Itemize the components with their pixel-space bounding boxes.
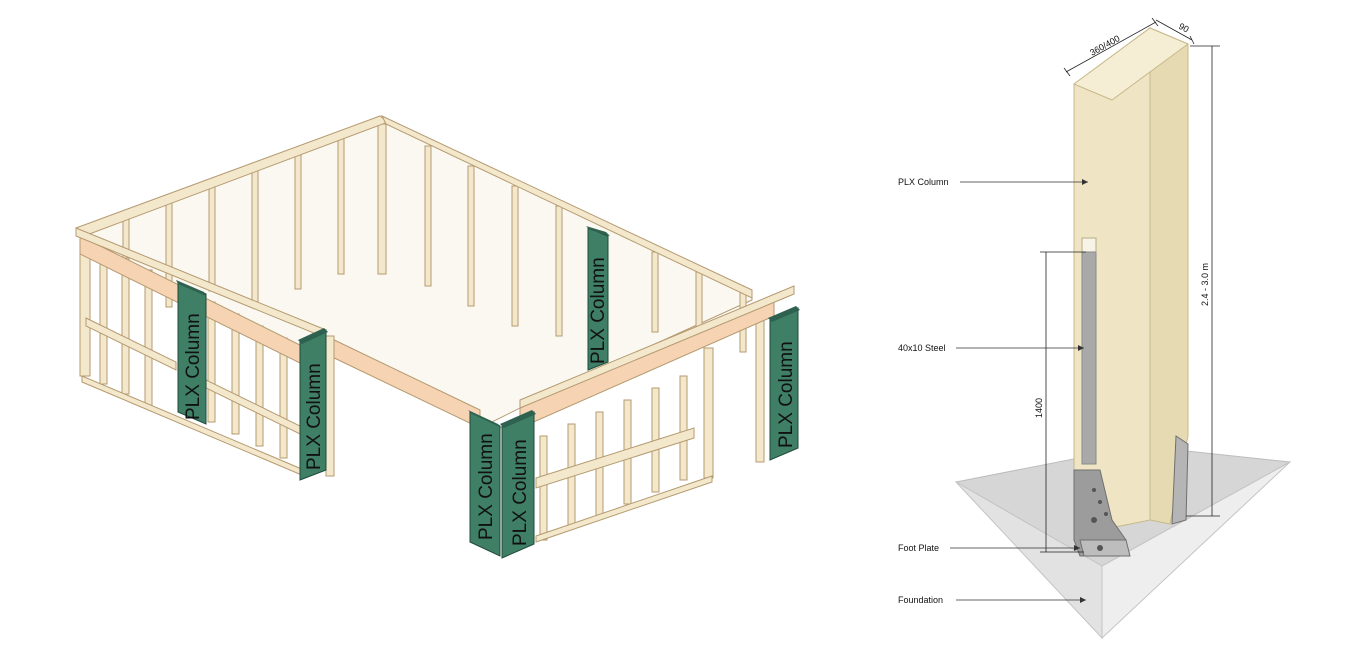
back-right-top-plate [380, 114, 753, 299]
stud [703, 347, 714, 479]
column-label: PLX Column [476, 433, 497, 540]
callout-foundation: Foundation [898, 595, 943, 605]
stud [679, 375, 688, 481]
stud [251, 164, 259, 306]
dimension-steel-length: 1400 [1034, 398, 1044, 418]
timber-frame: PLX Column PLX Column PLX Column PLX Col… [75, 114, 800, 559]
dimension-depth: 90 [1177, 21, 1191, 35]
plx-column-1: PLX Column [176, 280, 207, 425]
dimension-height: 2.4 - 3.0 m [1200, 263, 1210, 306]
column-label: PLX Column [776, 341, 797, 448]
right-bottom-plate [535, 475, 713, 543]
foot-plate [1073, 435, 1189, 557]
plx-column-4: PLX Column [468, 410, 502, 557]
column-label: PLX Column [183, 313, 204, 420]
stud [294, 148, 302, 290]
plx-column-6: PLX Column [768, 306, 800, 461]
dimension-lines [1040, 17, 1220, 553]
stud [651, 251, 659, 333]
plx-column-2: PLX Column [298, 328, 328, 481]
stud [511, 185, 519, 327]
callout-leaders [950, 181, 1088, 601]
foundation-wedge [1101, 461, 1291, 640]
callout-arrowheads [1074, 179, 1088, 603]
stud [377, 123, 387, 275]
plx-column-5: PLX Column [500, 410, 536, 559]
left-mid-rail [85, 317, 177, 371]
column-label: PLX Column [304, 363, 325, 470]
callout-plx-column: PLX Column [898, 177, 949, 187]
stud [121, 257, 130, 395]
column-label: PLX Column [510, 439, 531, 546]
right-top-plate [519, 285, 795, 409]
stud [325, 335, 335, 477]
steel-slot [1081, 237, 1097, 253]
plx-column-3: PLX Column [586, 226, 610, 371]
column-label: PLX Column [588, 257, 609, 364]
stud [467, 165, 475, 307]
stud [424, 145, 432, 287]
callout-foot-plate: Foot Plate [898, 543, 939, 553]
stud [539, 435, 548, 541]
column-detail: 360/400 90 2.4 - 3.0 m 1400 PLX Column 4… [898, 17, 1292, 640]
stud [555, 205, 563, 337]
stud [208, 180, 216, 292]
stud [144, 269, 153, 407]
stud [755, 319, 765, 463]
plx-column-top [1072, 27, 1190, 101]
steel-bar [1081, 251, 1097, 465]
callout-steel: 40x10 Steel [898, 343, 946, 353]
stud [337, 133, 345, 275]
right-mid-rail [535, 427, 695, 489]
stud [99, 247, 108, 385]
